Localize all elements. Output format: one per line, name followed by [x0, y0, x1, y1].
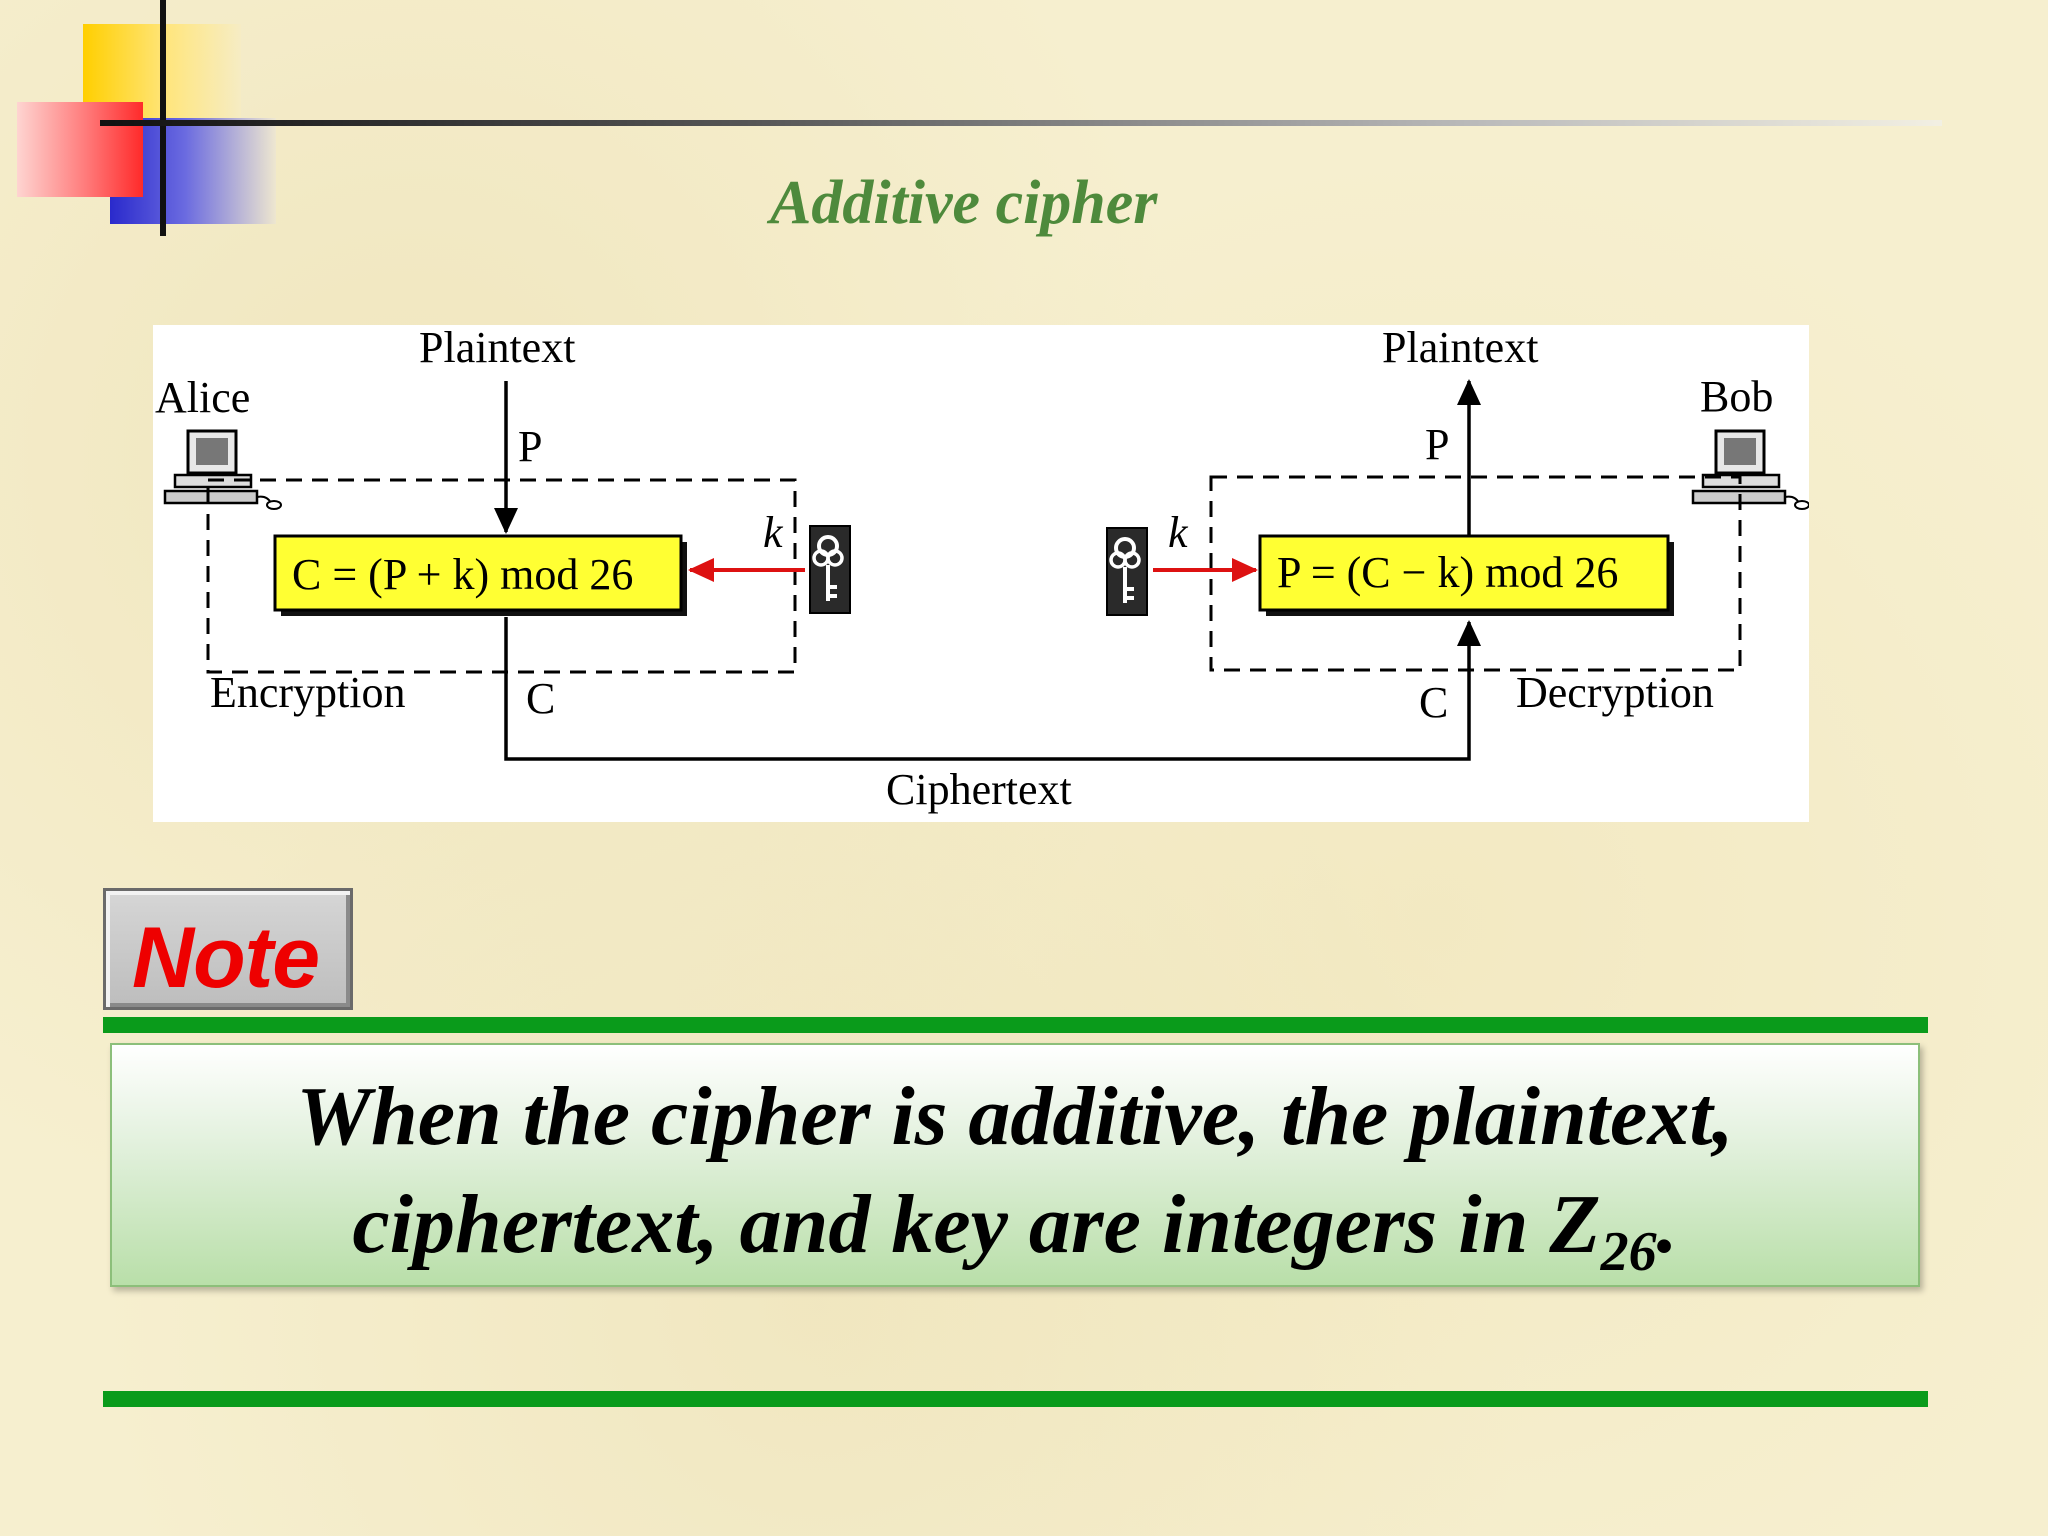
decryption-dashed-box [1209, 475, 1742, 672]
c-left-label: C [526, 674, 555, 723]
slide-title: Additive cipher [770, 169, 1158, 237]
note-top-rule [103, 1017, 1928, 1033]
alice-computer-icon [163, 429, 282, 510]
encryption-dashed-box [206, 478, 797, 674]
k-right-label: k [1168, 508, 1189, 557]
encryption-label: Encryption [210, 668, 406, 717]
additive-cipher-diagram: C = (P + k) mod 26 P = (C − k) mod 26 Al… [153, 325, 1809, 822]
note-subscript: 26 [1600, 1221, 1657, 1283]
plaintext-right-label: Plaintext [1382, 325, 1538, 372]
note-text-line2-suffix: . [1656, 1178, 1678, 1271]
k-left-label: k [763, 508, 784, 557]
note-box: When the cipher is additive, the plainte… [110, 1043, 1920, 1287]
header-rule [100, 120, 1942, 126]
bob-label: Bob [1700, 372, 1773, 421]
ciphertext-label: Ciphertext [886, 765, 1072, 814]
note-label: Note [132, 910, 320, 1006]
c-right-label: C [1419, 678, 1448, 727]
encryption-formula-box [273, 534, 687, 616]
p-left-label: P [518, 422, 542, 471]
note-text-line2: ciphertext, and key are integers in Z26. [112, 1171, 1918, 1306]
note-text-line1: When the cipher is additive, the plainte… [296, 1070, 1734, 1163]
note-text-line2-prefix: ciphertext, and key are integers in Z [352, 1178, 1601, 1271]
corner-red-square [17, 102, 143, 197]
encryption-formula: C = (P + k) mod 26 [292, 550, 633, 599]
decryption-formula-box [1258, 534, 1674, 616]
corner-vertical-line [160, 0, 166, 236]
decryption-formula: P = (C − k) mod 26 [1277, 548, 1618, 597]
alice-label: Alice [155, 373, 250, 422]
bob-computer-icon [1691, 429, 1809, 510]
key-icon-right [1106, 527, 1148, 616]
p-right-label: P [1425, 420, 1449, 469]
plaintext-left-label: Plaintext [419, 325, 575, 372]
note-badge: Note [103, 888, 353, 1010]
key-icon-left [809, 525, 851, 614]
decryption-label: Decryption [1516, 668, 1714, 717]
note-bottom-rule [103, 1391, 1928, 1407]
ciphertext-path [504, 617, 1481, 761]
